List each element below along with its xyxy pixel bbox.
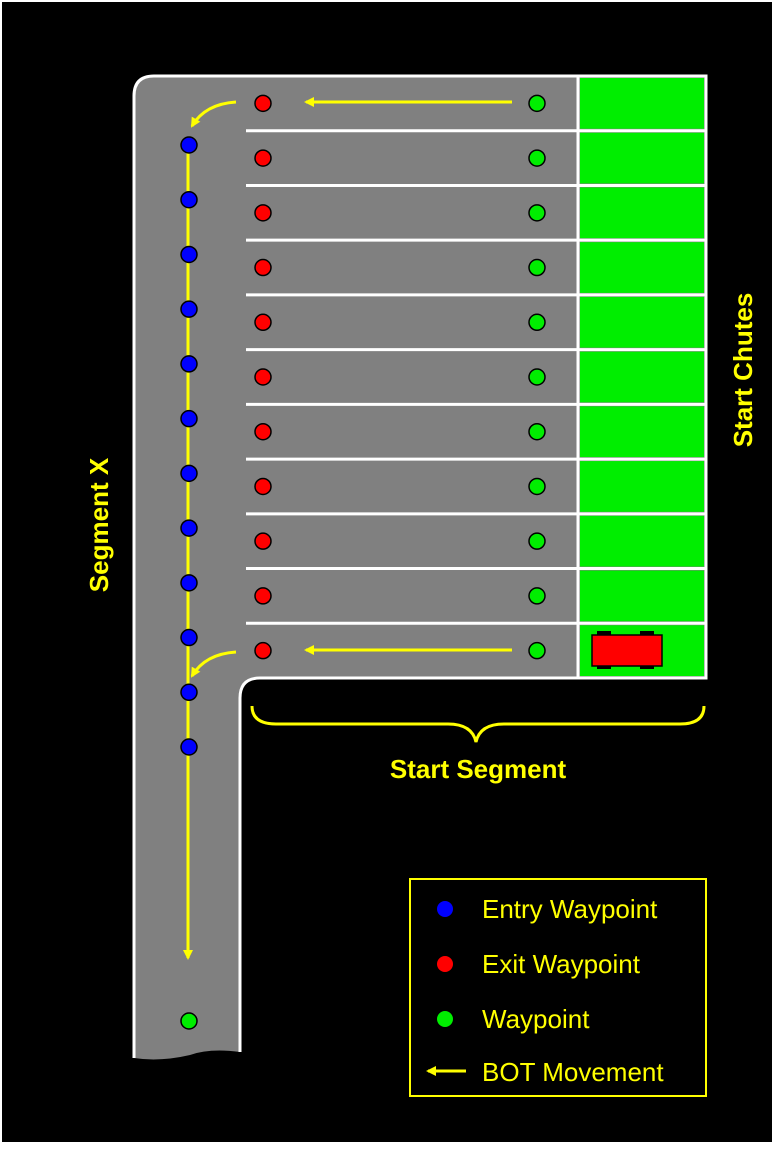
- waypoint-dot: [528, 258, 546, 277]
- waypoint-dot: [528, 94, 546, 113]
- legend-exit-marker: [437, 956, 453, 972]
- exit-waypoint-dot: [254, 477, 272, 496]
- chute-cell: [580, 132, 704, 184]
- waypoint-dot: [528, 477, 546, 496]
- waypoint-dot: [528, 204, 546, 222]
- entry-waypoint-dot: [180, 355, 198, 373]
- waypoint-dot: [528, 422, 546, 441]
- chute-cell: [580, 296, 704, 348]
- chute-cell: [580, 242, 704, 293]
- waypoint-dot: [528, 641, 546, 660]
- exit-waypoint-dot: [254, 258, 272, 277]
- exit-waypoint-dot: [254, 313, 272, 332]
- waypoints: [180, 94, 546, 756]
- entry-waypoint-dot: [180, 190, 198, 209]
- road-outline: [132, 74, 708, 1058]
- bottom-turn-arrow: [190, 650, 237, 678]
- exit-waypoint-dot: [254, 204, 272, 222]
- entry-waypoint-dot: [180, 300, 198, 318]
- start-chutes-label: Start Chutes: [728, 293, 758, 448]
- exit-waypoint-dot: [254, 149, 272, 167]
- chute-cell: [580, 461, 704, 512]
- exit-waypoint-dot: [254, 587, 272, 605]
- top-turn-arrow: [190, 100, 237, 128]
- entry-waypoint-dot: [180, 574, 198, 592]
- legend: Entry Waypoint Exit Waypoint Waypoint BO…: [409, 878, 707, 1097]
- exit-waypoint-dot: [254, 94, 272, 113]
- legend-movement-text: BOT Movement: [482, 1057, 664, 1087]
- chute-cell: [580, 187, 704, 239]
- legend-exit-text: Exit Waypoint: [482, 949, 641, 979]
- start-segment-brace: [250, 705, 706, 743]
- exit-waypoint-dot: [254, 641, 272, 660]
- waypoint-dot-bottom: [180, 1012, 198, 1030]
- exit-waypoint-dot: [254, 368, 272, 386]
- segment-x-label: Segment X: [84, 457, 114, 592]
- entry-waypoint-dot: [180, 683, 198, 702]
- exit-waypoint-dot: [254, 422, 272, 441]
- chute-cell: [580, 515, 704, 567]
- start-segment-label: Start Segment: [390, 754, 567, 784]
- chute-cell: [580, 351, 704, 403]
- entry-waypoint-dot: [180, 136, 198, 154]
- chute-cell: [580, 406, 704, 458]
- legend-box: [409, 878, 707, 1097]
- legend-waypoint-marker: [437, 1011, 453, 1027]
- entry-waypoint-dot: [180, 628, 198, 647]
- waypoint-dot: [528, 368, 546, 386]
- legend-waypoint-text: Waypoint: [482, 1004, 590, 1034]
- chute-cell: [580, 570, 704, 622]
- waypoint-dot: [528, 587, 546, 605]
- entry-waypoint-dot: [180, 245, 198, 264]
- waypoint-dot: [528, 149, 546, 167]
- start-chutes: [580, 78, 704, 676]
- movement-arrows: [183, 97, 512, 960]
- waypoint-dot: [528, 313, 546, 332]
- legend-entry-marker: [437, 901, 453, 917]
- legend-entry-text: Entry Waypoint: [482, 894, 658, 924]
- entry-waypoint-dot: [180, 738, 198, 756]
- entry-waypoint-dot: [180, 464, 198, 483]
- entry-waypoint-dot: [180, 409, 198, 428]
- entry-waypoint-dot: [180, 519, 198, 537]
- exit-waypoint-dot: [254, 532, 272, 550]
- waypoint-dot: [528, 532, 546, 550]
- bot-vehicle: [591, 631, 663, 669]
- lane-dividers: [246, 129, 706, 625]
- chute-cell: [580, 78, 704, 129]
